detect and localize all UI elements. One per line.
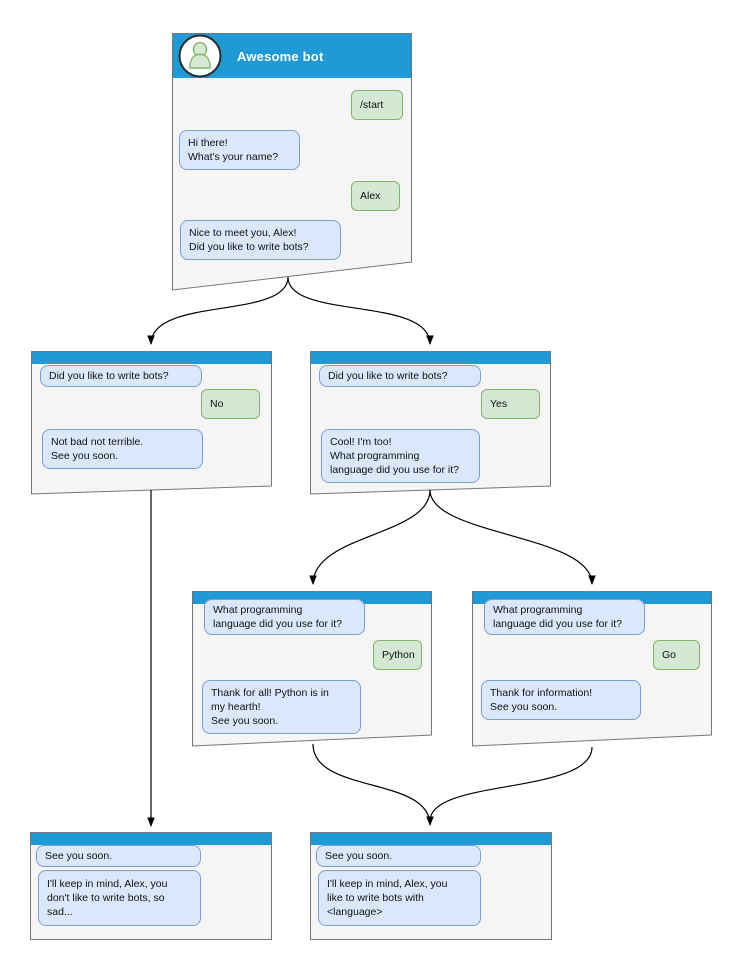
edge-lang-python-to-end-yes <box>312 743 434 826</box>
bot-message-bubble: See you soon. <box>36 845 201 867</box>
user-message-bubble: Python <box>373 640 422 670</box>
bot-title: Awesome bot <box>237 48 324 64</box>
bot-message-bubble: I'll keep in mind, Alex, you don't like … <box>38 870 201 926</box>
bot-message-bubble: Cool! I'm too! What programming language… <box>321 429 480 483</box>
edge-main-to-branch-no <box>147 276 289 345</box>
user-message-bubble: No <box>201 389 260 419</box>
edge-branch-yes-to-lang-go <box>429 489 596 585</box>
user-message-bubble: Yes <box>481 389 540 419</box>
bot-message-bubble: Not bad not terrible. See you soon. <box>42 429 203 469</box>
bot-message-bubble: Thank for all! Python is in my hearth! S… <box>202 680 361 734</box>
bot-message-bubble: See you soon. <box>316 845 481 867</box>
bot-message-bubble: Nice to meet you, Alex! Did you like to … <box>180 220 341 260</box>
bot-message-bubble: Thank for information! See you soon. <box>481 680 641 720</box>
user-message-bubble: /start <box>351 90 403 120</box>
bot-message-bubble: I'll keep in mind, Alex, you like to wri… <box>318 870 481 926</box>
end-no-titlebar <box>31 833 271 845</box>
end-yes-titlebar <box>311 833 551 845</box>
main-window-header: Awesome bot <box>173 34 411 78</box>
branch-yes-titlebar <box>311 352 550 364</box>
branch-no-titlebar <box>32 352 271 364</box>
edge-branch-yes-to-lang-python <box>309 489 431 585</box>
edge-main-to-branch-yes <box>287 276 434 345</box>
user-message-bubble: Alex <box>351 181 400 211</box>
edge-lang-go-to-end-yes <box>429 746 593 822</box>
user-message-bubble: Go <box>653 640 700 670</box>
bot-message-bubble: Hi there! What's your name? <box>179 130 300 170</box>
bot-message-bubble: What programming language did you use fo… <box>484 599 645 635</box>
person-icon <box>178 34 222 78</box>
bot-message-bubble: Did you like to write bots? <box>40 365 202 387</box>
bot-message-bubble: What programming language did you use fo… <box>204 599 365 635</box>
bot-message-bubble: Did you like to write bots? <box>319 365 481 387</box>
